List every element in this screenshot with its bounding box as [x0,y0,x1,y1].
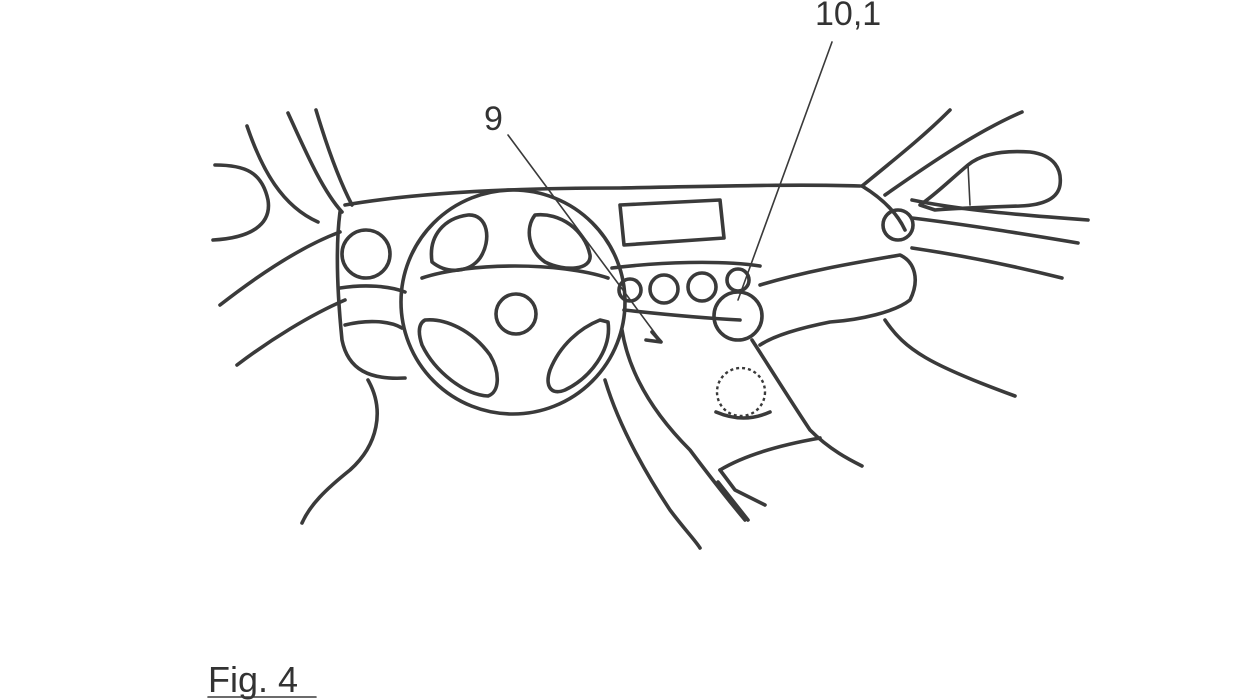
left-air-vent [340,228,392,280]
lower-left-dashboard [300,210,407,525]
center-display [618,198,726,247]
leader-line-10-1 [737,41,833,301]
center-vent-row [610,260,762,322]
dashboard-top-edge [343,183,862,207]
right-air-vent [881,208,915,242]
reference-label-9: 9 [484,100,503,138]
leader-line-9 [507,134,663,344]
right-side-mirror [918,149,1063,212]
reference-label-10-1: 10,1 [815,0,881,33]
console-knob-dashed [714,366,772,420]
center-console [603,328,864,550]
left-a-pillar [211,108,354,242]
steering-wheel [399,188,627,416]
passenger-dashboard [758,184,1017,398]
left-door-lines [218,230,347,367]
rotary-control-knob [712,290,764,342]
right-a-pillar [860,108,1090,280]
figure-caption: Fig. 4 [208,659,298,700]
mirror-edge [967,164,971,206]
steering-wheel-hub [494,292,538,336]
